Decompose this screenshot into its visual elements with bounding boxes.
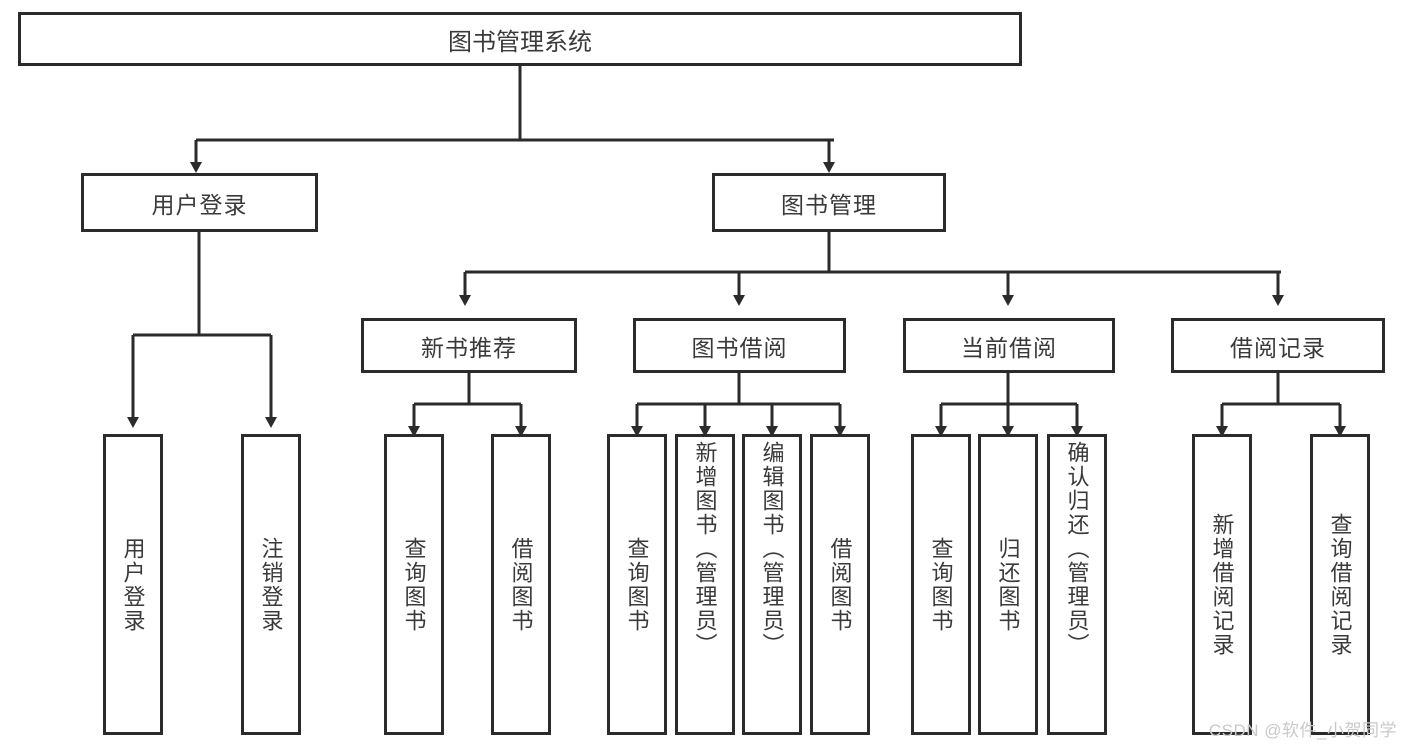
leaf-label: 编辑图书（管理员） xyxy=(759,441,785,657)
leaf-current-return-book[interactable]: 归还图书 xyxy=(978,434,1038,735)
leaf-text-wrap: 归还图书 xyxy=(993,437,1022,732)
node-label: 图书管理系统 xyxy=(448,28,592,56)
leaf-text-wrap: 查询图书 xyxy=(622,437,651,732)
leaf-label: 归还图书 xyxy=(995,536,1021,633)
leaf-label: 新增图书（管理员） xyxy=(692,441,718,657)
node-label: 借阅记录 xyxy=(1230,334,1326,361)
leaf-text-wrap: 借阅图书 xyxy=(825,437,854,732)
node-user-login[interactable]: 用户登录 xyxy=(81,173,318,232)
leaf-borrow-query-book[interactable]: 查询图书 xyxy=(607,434,667,735)
node-book-borrow[interactable]: 图书借阅 xyxy=(633,318,846,373)
leaf-label: 查询借阅记录 xyxy=(1327,512,1353,657)
leaf-user-login-logout[interactable]: 注销登录 xyxy=(241,434,301,735)
leaf-borrow-borrow-book[interactable]: 借阅图书 xyxy=(810,434,870,735)
leaf-text-wrap: 注销登录 xyxy=(256,437,285,732)
leaf-text-wrap: 借阅图书 xyxy=(506,437,535,732)
leaf-text-wrap: 新增图书（管理员） xyxy=(690,437,719,736)
leaf-new-book-borrow-book[interactable]: 借阅图书 xyxy=(491,434,551,735)
leaf-label: 用户登录 xyxy=(120,536,146,633)
leaf-current-query-book[interactable]: 查询图书 xyxy=(911,434,971,735)
leaf-current-confirm-return-admin[interactable]: 确认归还（管理员） xyxy=(1047,434,1107,735)
leaf-label: 注销登录 xyxy=(258,536,284,633)
leaf-text-wrap: 查询图书 xyxy=(399,437,428,732)
node-root-book-management-system[interactable]: 图书管理系统 xyxy=(18,12,1022,66)
leaf-label: 借阅图书 xyxy=(827,536,853,633)
leaf-text-wrap: 新增借阅记录 xyxy=(1207,437,1236,732)
leaf-user-login-login[interactable]: 用户登录 xyxy=(103,434,163,735)
node-new-book-recommend[interactable]: 新书推荐 xyxy=(361,318,577,373)
leaf-new-book-query-book[interactable]: 查询图书 xyxy=(384,434,444,735)
leaf-label: 查询图书 xyxy=(928,536,954,633)
leaf-text-wrap: 查询借阅记录 xyxy=(1325,437,1354,732)
leaf-text-wrap: 查询图书 xyxy=(926,437,955,732)
leaf-label: 借阅图书 xyxy=(508,536,534,633)
node-current-borrow[interactable]: 当前借阅 xyxy=(903,318,1115,373)
watermark-text: CSDN @软件_小贺同学 xyxy=(1208,721,1397,740)
node-label: 当前借阅 xyxy=(961,334,1057,361)
node-label: 图书管理 xyxy=(781,191,877,218)
node-label: 用户登录 xyxy=(151,191,248,218)
leaf-label: 新增借阅记录 xyxy=(1209,512,1235,657)
leaf-borrow-edit-book-admin[interactable]: 编辑图书（管理员） xyxy=(742,434,802,735)
node-book-management[interactable]: 图书管理 xyxy=(712,173,946,232)
leaf-borrow-add-book-admin[interactable]: 新增图书（管理员） xyxy=(675,434,735,735)
leaf-text-wrap: 编辑图书（管理员） xyxy=(757,437,786,736)
leaf-label: 查询图书 xyxy=(624,536,650,633)
leaf-text-wrap: 确认归还（管理员） xyxy=(1062,437,1091,736)
node-label: 新书推荐 xyxy=(421,334,517,361)
leaf-label: 查询图书 xyxy=(401,536,427,633)
leaf-record-query-record[interactable]: 查询借阅记录 xyxy=(1310,434,1370,735)
leaf-label: 确认归还（管理员） xyxy=(1064,441,1090,657)
node-label: 图书借阅 xyxy=(691,334,788,361)
leaf-text-wrap: 用户登录 xyxy=(118,437,147,732)
leaf-record-add-record[interactable]: 新增借阅记录 xyxy=(1192,434,1252,735)
node-borrow-record[interactable]: 借阅记录 xyxy=(1171,318,1385,373)
